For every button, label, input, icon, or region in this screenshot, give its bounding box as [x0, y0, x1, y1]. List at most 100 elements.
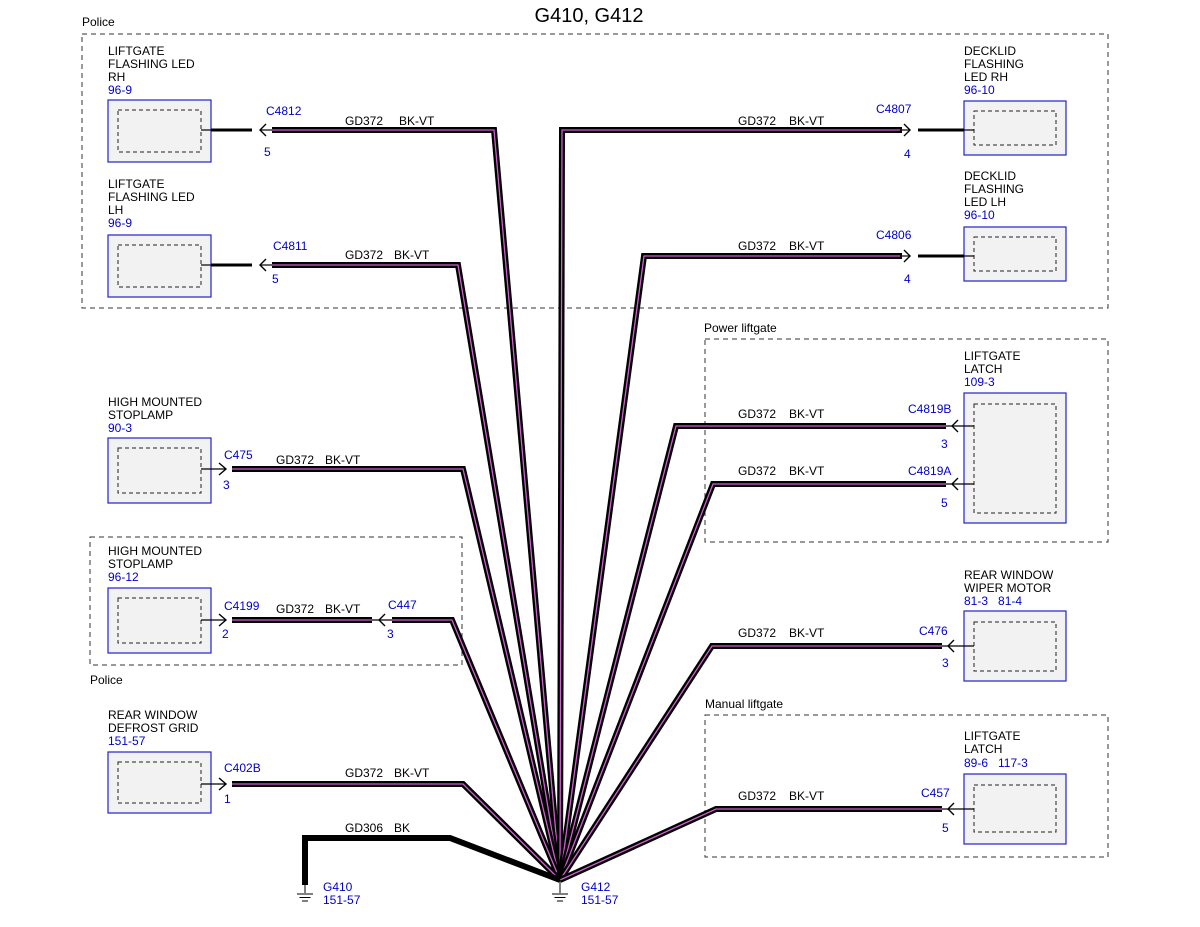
- wire-color: BK-VT: [789, 407, 825, 421]
- component-label: STOPLAMP: [108, 408, 173, 422]
- component-box: [107, 751, 212, 814]
- connector-id: C475: [224, 448, 253, 462]
- component-ref: 81-3 81-4: [964, 594, 1022, 608]
- connector-id: C4819B: [908, 402, 951, 416]
- component-label: DECKLID: [964, 169, 1016, 183]
- group-label-police-top: Police: [82, 15, 115, 29]
- group-police-bottom: [89, 536, 463, 666]
- component-label: LH: [108, 203, 123, 217]
- component-rear-window-wiper-motor: REAR WINDOW WIPER MOTOR 81-3 81-4: [942, 568, 1067, 682]
- wire-color: BK-VT: [789, 626, 825, 640]
- wire-circuit: GD372: [738, 626, 776, 640]
- connector-pin: 4: [904, 272, 911, 286]
- component-ref: 151-57: [108, 734, 146, 748]
- connector-pin: 5: [272, 272, 279, 286]
- wire-circuit: GD372: [276, 602, 314, 616]
- component-label: REAR WINDOW: [108, 708, 198, 722]
- wire-circuit: GD372: [738, 464, 776, 478]
- connector-id: C4819A: [908, 464, 951, 478]
- connector-pin: 4: [904, 147, 911, 161]
- group-label-police-bottom: Police: [90, 673, 123, 687]
- group-power-liftgate: [704, 338, 1109, 543]
- connector-id: C4807: [876, 102, 912, 116]
- component-box: [107, 99, 212, 163]
- connector-id: C402B: [224, 761, 261, 775]
- connector-arrow: [951, 477, 959, 491]
- component-label: LATCH: [964, 362, 1002, 376]
- wire-color: BK-VT: [789, 114, 825, 128]
- group-label-power-liftgate: Power liftgate: [704, 321, 777, 335]
- component-label: LIFTGATE: [108, 44, 164, 58]
- component-label: FLASHING LED: [108, 57, 195, 71]
- component-label: FLASHING: [964, 57, 1024, 71]
- ground-g412: G412 151-57: [552, 880, 619, 907]
- component-box: [963, 610, 1067, 682]
- connector-pin: 3: [223, 478, 230, 492]
- connector-pin: 5: [941, 496, 948, 510]
- ground-name: G412: [581, 880, 611, 894]
- wire-c476: [557, 643, 942, 882]
- component-ref: 109-3: [964, 375, 995, 389]
- connector-arrow: [218, 777, 228, 791]
- wire-circuit: GD372: [738, 239, 776, 253]
- component-ref: 96-12: [108, 570, 139, 584]
- ground-icon: [297, 885, 313, 902]
- component-label: HIGH MOUNTED: [108, 544, 202, 558]
- component-label: DEFROST GRID: [108, 721, 199, 735]
- component-ref: 89-6 117-3: [964, 756, 1028, 770]
- wire-circuit: GD372: [738, 407, 776, 421]
- connector-arrow: [951, 419, 959, 433]
- component-inner: [117, 447, 202, 494]
- connector-id: C4806: [876, 228, 912, 242]
- component-rear-window-defrost-grid: REAR WINDOW DEFROST GRID 151-57: [107, 708, 226, 814]
- wire-circuit: GD372: [345, 766, 383, 780]
- component-ref: 96-9: [108, 216, 132, 230]
- group-label-manual-liftgate: Manual liftgate: [705, 697, 783, 711]
- wire-color: BK-VT: [394, 766, 430, 780]
- component-label: WIPER MOTOR: [964, 581, 1051, 595]
- connector-arrow: [218, 613, 228, 627]
- group-police-top: [81, 33, 1109, 309]
- connector-arrow: [947, 639, 955, 653]
- component-ref: 96-9: [108, 83, 132, 97]
- component-box: [107, 587, 212, 654]
- component-decklid-flashing-led-lh: DECKLID FLASHING LED LH 96-10: [963, 169, 1067, 282]
- component-label: LIFTGATE: [108, 177, 164, 191]
- component-ref: 96-10: [964, 208, 995, 222]
- ground-ref: 151-57: [323, 893, 361, 907]
- component-inner: [117, 761, 202, 804]
- connector-pin: 5: [942, 821, 949, 835]
- connector-pin: 5: [264, 145, 271, 159]
- wire-color: BK-VT: [789, 464, 825, 478]
- component-label: DECKLID: [964, 44, 1016, 58]
- group-manual-liftgate: [704, 714, 1109, 858]
- connector-arrow: [218, 462, 228, 476]
- component-label: LIFTGATE: [964, 729, 1020, 743]
- connector-arrow: [947, 802, 955, 816]
- wire-circuit: GD372: [276, 453, 314, 467]
- component-box: [107, 234, 212, 298]
- component-inner: [973, 403, 1057, 514]
- component-ref: 96-10: [964, 83, 995, 97]
- ground-ref: 151-57: [581, 893, 619, 907]
- component-label: LATCH: [964, 742, 1002, 756]
- connector-pin: 3: [942, 656, 949, 670]
- component-label: FLASHING LED: [108, 190, 195, 204]
- wire-labels: GD372 BK-VT GD372 BK-VT GD372 BK-VT GD37…: [276, 114, 825, 835]
- wire-c4819a: [557, 481, 946, 882]
- component-inner: [973, 236, 1057, 272]
- component-label: HIGH MOUNTED: [108, 395, 202, 409]
- wire-color: BK-VT: [399, 114, 435, 128]
- connector-pin: 2: [222, 627, 229, 641]
- wire-color: BK-VT: [789, 239, 825, 253]
- component-box: [963, 100, 1067, 156]
- wire-circuit: GD372: [738, 789, 776, 803]
- ground-wire-circuit: GD306: [345, 821, 383, 835]
- component-inner: [973, 621, 1057, 672]
- component-inner: [973, 110, 1057, 146]
- connector-pin: 3: [387, 627, 394, 641]
- wire-color: BK-VT: [325, 602, 361, 616]
- connector-id: C4811: [273, 239, 308, 253]
- wire-c457: [558, 806, 942, 883]
